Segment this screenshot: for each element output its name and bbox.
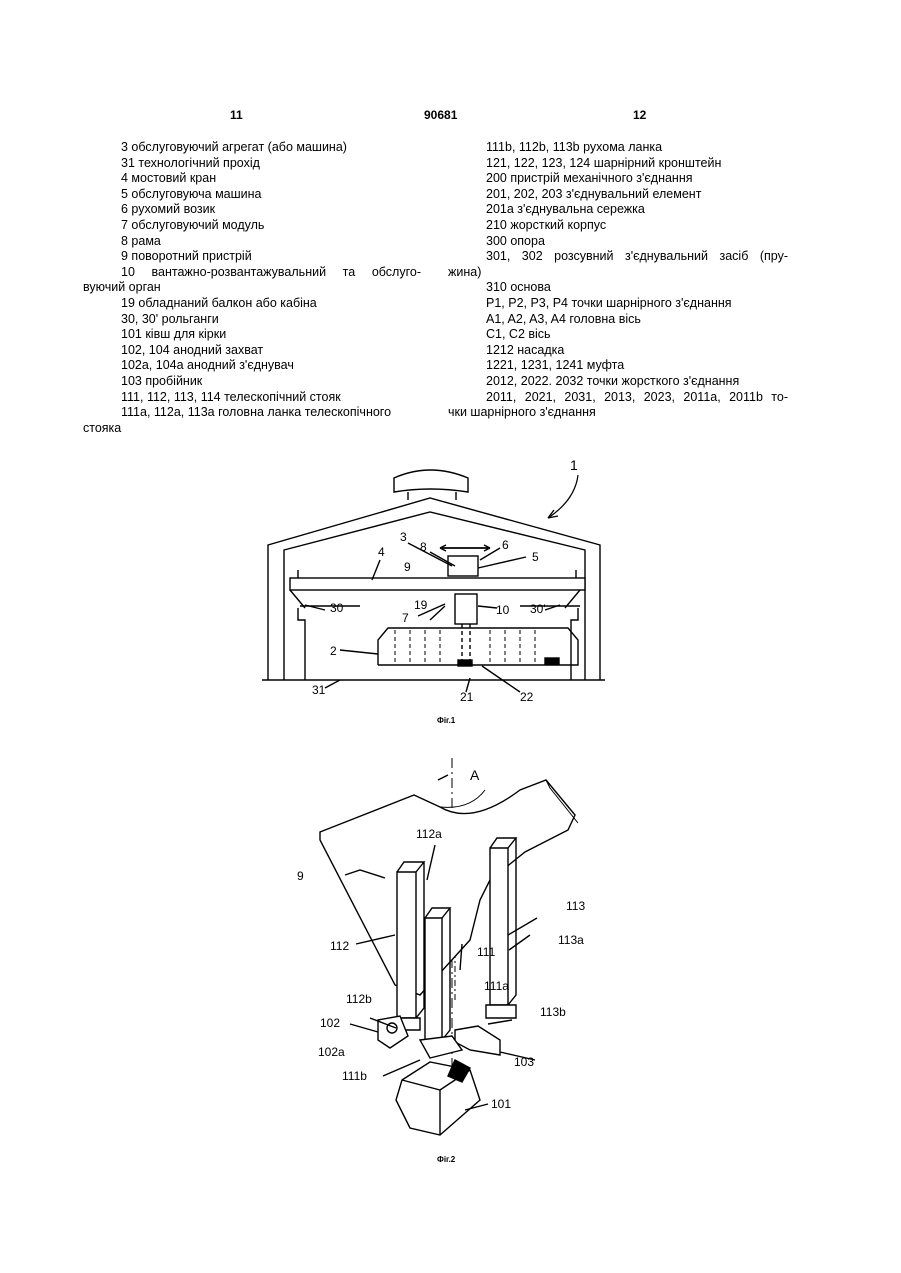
figure-2-drawing: A 9 101 102 102a 103 111 111a 111b 112 1… <box>0 755 901 1175</box>
figure-2-label-102: 102 <box>320 1016 340 1030</box>
page-number-right: 12 <box>633 108 646 122</box>
figure-1-label-19: 19 <box>414 598 428 612</box>
list-item: 1212 насадка <box>448 343 788 359</box>
list-item: 200 пристрій механічного з'єднання <box>448 171 788 187</box>
list-item: 103 пробійник <box>83 374 421 390</box>
rotary-plate <box>320 780 575 995</box>
list-item: 9 поворотний пристрій <box>83 249 421 265</box>
list-item: 101 ківш для кірки <box>83 327 421 343</box>
list-item: 2012, 2022. 2032 точки жорсткого з'єднан… <box>448 374 788 390</box>
list-item: 3 обслуговуючий агрегат (або машина) <box>83 140 421 156</box>
figure-2-label-101: 101 <box>491 1097 511 1111</box>
list-item: 10 вантажно-розвантажувальний та обслуго… <box>83 265 421 281</box>
list-item: 301, 302 розсувний з'єднувальний засіб (… <box>448 249 788 265</box>
figure-2-label-113: 113 <box>566 899 585 913</box>
list-item: P1, P2, P3, P4 точки шарнірного з'єднанн… <box>448 296 788 312</box>
list-item-continuation: жина) <box>448 265 788 281</box>
page-number-left: 11 <box>230 108 243 122</box>
bridge-crane <box>290 578 585 590</box>
list-item: 30, 30' рольганги <box>83 312 421 328</box>
figure-1-label-4: 4 <box>378 545 385 559</box>
list-item: 1221, 1231, 1241 муфта <box>448 358 788 374</box>
list-item: 2011, 2021, 2031, 2013, 2023, 2011a, 201… <box>448 390 788 406</box>
mast-112 <box>397 872 416 1018</box>
figure-2-label-103: 103 <box>514 1055 534 1069</box>
figure-2-label-112b: 112b <box>346 992 372 1006</box>
list-item: 121, 122, 123, 124 шарнірний кронштейн <box>448 156 788 172</box>
figure-2-label-112a: 112a <box>416 827 442 841</box>
figure-1-label-2: 2 <box>330 644 337 658</box>
list-item: 8 рама <box>83 234 421 250</box>
list-item-continuation: стояка <box>83 421 421 437</box>
figure-1-label-22: 22 <box>520 690 534 704</box>
list-item: 19 обладнаний балкон або кабіна <box>83 296 421 312</box>
list-item: A1, A2, A3, A4 головна вісь <box>448 312 788 328</box>
roof-vent <box>394 470 468 492</box>
mast-111 <box>425 918 442 1040</box>
list-item: 7 обслуговуючий модуль <box>83 218 421 234</box>
figure-1-label-21: 21 <box>460 690 474 704</box>
figure-1-label-31: 31 <box>312 683 326 697</box>
patent-number: 90681 <box>424 108 457 122</box>
list-item: 210 жорсткий корпус <box>448 218 788 234</box>
figure-2-label-111: 111 <box>477 945 496 959</box>
figure-1-label-6: 6 <box>502 538 509 552</box>
figure-2-label-113a: 113a <box>558 933 584 947</box>
list-item: 6 рухомий возик <box>83 202 421 218</box>
figure-1-label-9: 9 <box>404 560 411 574</box>
figure-1-label-3: 3 <box>400 530 407 544</box>
figure-1-label-1: 1 <box>570 457 578 473</box>
list-item: 31 технологічний прохід <box>83 156 421 172</box>
list-item: 111a, 112a, 113a головна ланка телескопі… <box>83 405 421 421</box>
figure-2-caption: Фіг.2 <box>437 1155 455 1164</box>
list-item: 4 мостовий кран <box>83 171 421 187</box>
figure-1-label-7: 7 <box>402 611 409 625</box>
list-item: C1, C2 вісь <box>448 327 788 343</box>
list-item-continuation: вуючий орган <box>83 280 421 296</box>
figure-2-label-9: 9 <box>297 869 304 883</box>
trolley <box>448 556 478 576</box>
figure-1-label-30p: 30' <box>530 602 546 616</box>
figure-1-label-10: 10 <box>496 603 510 617</box>
figure-1-label-30: 30 <box>330 601 344 615</box>
list-item: 102, 104 анодний захват <box>83 343 421 359</box>
list-item: 310 основа <box>448 280 788 296</box>
figure-2-label-112: 112 <box>330 939 349 953</box>
list-item: 102a, 104a анодний з'єднувач <box>83 358 421 374</box>
list-item: 201a з'єднувальна сережка <box>448 202 788 218</box>
figure-2-label-111a: 111a <box>484 979 509 993</box>
list-item: 300 опора <box>448 234 788 250</box>
figure-1-drawing: 1 2 3 4 5 6 7 8 9 10 19 21 22 30 30' 31 <box>0 450 901 730</box>
reference-list-right: 111b, 112b, 113b рухома ланка 121, 122, … <box>448 140 788 421</box>
figure-2-label-a: A <box>470 767 480 783</box>
list-item: 5 обслуговуюча машина <box>83 187 421 203</box>
figure-2-label-113b: 113b <box>540 1005 566 1019</box>
figure-1-label-8: 8 <box>420 540 427 554</box>
figure-2: A 9 101 102 102a 103 111 111a 111b 112 1… <box>0 755 901 1175</box>
figure-1-caption: Фіг.1 <box>437 716 455 725</box>
reference-list-left: 3 обслуговуючий агрегат (або машина) 31 … <box>83 140 421 436</box>
figure-2-label-102a: 102a <box>318 1045 345 1059</box>
list-item: 111, 112, 113, 114 телескопічний стояк <box>83 390 421 406</box>
figure-2-label-111b: 111b <box>342 1069 367 1083</box>
figure-1-label-5: 5 <box>532 550 539 564</box>
list-item: 201, 202, 203 з'єднувальний елемент <box>448 187 788 203</box>
list-item-continuation: чки шарнірного з'єднання <box>448 405 788 421</box>
figure-1: 1 2 3 4 5 6 7 8 9 10 19 21 22 30 30' 31 <box>0 450 901 730</box>
list-item: 111b, 112b, 113b рухома ланка <box>448 140 788 156</box>
